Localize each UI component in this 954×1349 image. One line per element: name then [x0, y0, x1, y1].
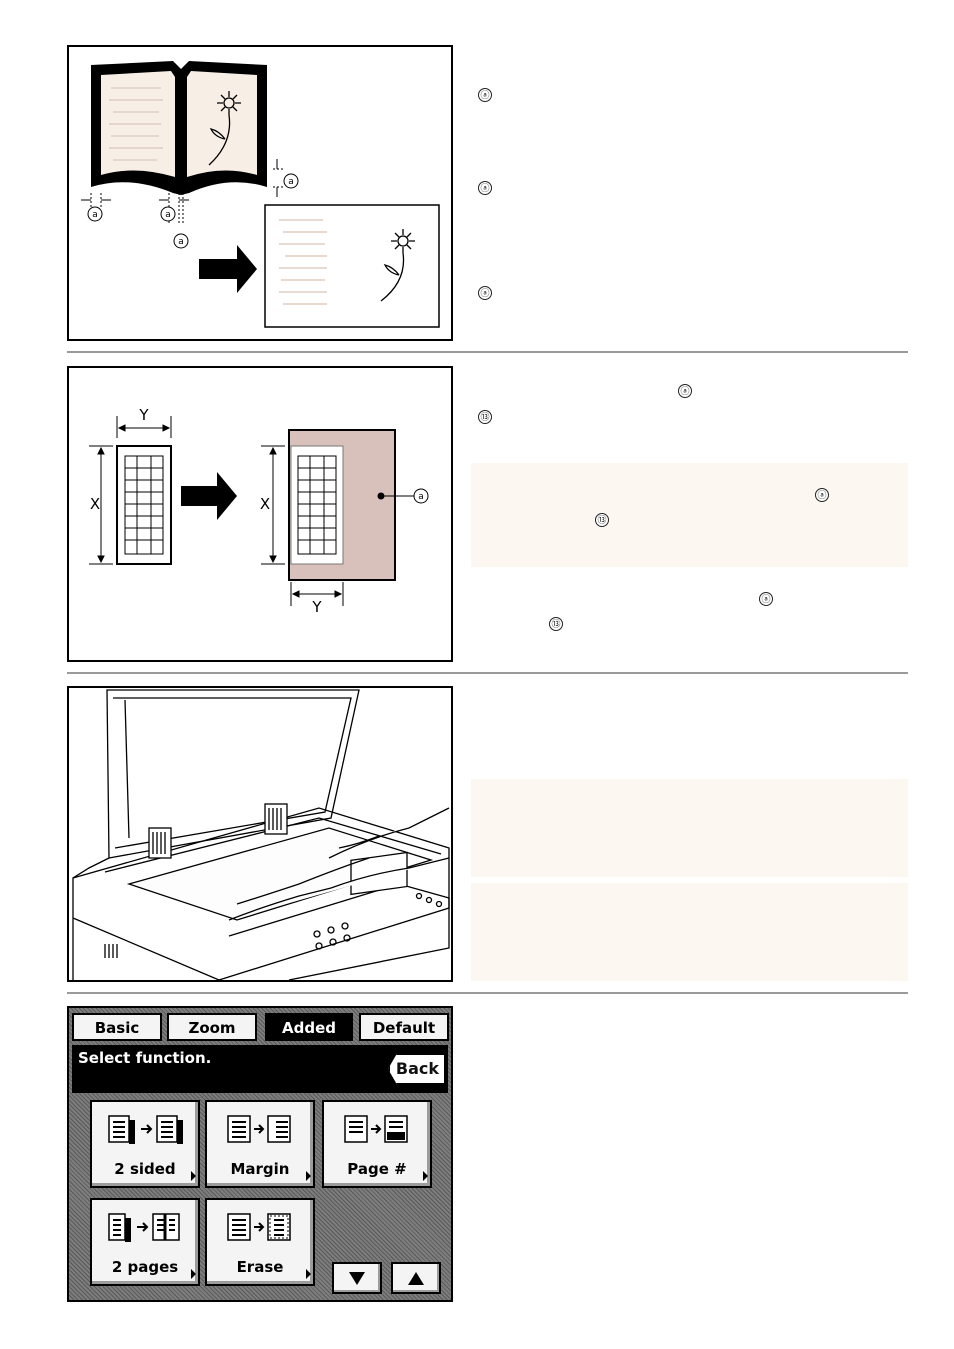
- page-number-button[interactable]: Page #: [322, 1100, 432, 1188]
- marker-circle-a: ⓐ: [478, 286, 492, 300]
- margin-icon: [227, 1115, 291, 1143]
- dim-y-label: Y: [311, 598, 322, 616]
- copier-placement-figure: [67, 686, 453, 982]
- note-box: [471, 883, 908, 981]
- button-label: 2 sided: [114, 1160, 176, 1178]
- back-button[interactable]: Back: [388, 1053, 446, 1085]
- expand-icon: [191, 1269, 196, 1279]
- scroll-down-button[interactable]: [332, 1262, 382, 1294]
- triangle-down-icon: [349, 1272, 365, 1285]
- page-number-icon: [344, 1115, 408, 1143]
- tab-basic[interactable]: Basic: [72, 1013, 162, 1041]
- button-label: Margin: [230, 1160, 290, 1178]
- button-label: 2 pages: [111, 1258, 179, 1276]
- tab-added[interactable]: Added: [265, 1013, 353, 1041]
- message-bar: Select function. Back: [72, 1045, 448, 1093]
- expand-icon: [191, 1171, 196, 1181]
- arrow-right-icon: [181, 472, 237, 520]
- dim-label: a: [178, 237, 184, 247]
- dim-x-label: X: [260, 495, 270, 513]
- expand-icon: [306, 1171, 311, 1181]
- dim-label: a: [165, 210, 171, 220]
- marker-circle-a: ⓐ: [478, 181, 492, 195]
- note-box: ⓐ ⑬: [471, 463, 908, 567]
- tab-default[interactable]: Default: [359, 1013, 449, 1041]
- status-message: Select function.: [78, 1049, 212, 1067]
- button-label: Page #: [347, 1160, 407, 1178]
- touch-panel: Basic Zoom Added Default Select function…: [67, 1006, 453, 1302]
- split-pages-button[interactable]: 2 pages: [90, 1198, 200, 1286]
- dim-y-label: Y: [138, 406, 149, 424]
- copier-illustration: [72, 689, 450, 981]
- marker-circle-a: ⓐ: [678, 384, 692, 398]
- center-erase-illustration: Y X a X Y: [89, 406, 429, 616]
- dim-label: a: [288, 177, 294, 187]
- book-erase-figure: a a a a: [67, 45, 453, 341]
- marker-circle-a: ⓐ: [478, 88, 492, 102]
- dim-label: a: [92, 210, 98, 220]
- dim-x-label: X: [90, 495, 100, 513]
- section-divider: [67, 992, 908, 994]
- tab-zoom[interactable]: Zoom: [167, 1013, 257, 1041]
- triangle-up-icon: [408, 1272, 424, 1285]
- duplex-icon: [108, 1115, 183, 1144]
- section-divider: [67, 672, 908, 674]
- arrow-right-icon: [199, 245, 257, 293]
- book-erase-illustration: a a a a: [81, 61, 440, 328]
- split-pages-icon: [108, 1213, 180, 1242]
- button-label: Erase: [236, 1258, 284, 1276]
- margin-button[interactable]: Margin: [205, 1100, 315, 1188]
- section-divider: [67, 351, 908, 353]
- erase-icon: [227, 1213, 291, 1241]
- center-erase-figure: Y X a X Y: [67, 366, 453, 662]
- marker-circle-13: ⑬: [478, 410, 492, 424]
- dim-label: a: [418, 492, 424, 502]
- expand-icon: [306, 1269, 311, 1279]
- marker-circle-13: ⑬: [549, 617, 563, 631]
- marker-circle-13: ⑬: [595, 513, 609, 527]
- marker-circle-a: ⓐ: [759, 592, 773, 606]
- note-box: [471, 779, 908, 877]
- erase-button[interactable]: Erase: [205, 1198, 315, 1286]
- expand-icon: [423, 1171, 428, 1181]
- marker-circle-a: ⓐ: [815, 488, 829, 502]
- duplex-button[interactable]: 2 sided: [90, 1100, 200, 1188]
- scroll-up-button[interactable]: [391, 1262, 441, 1294]
